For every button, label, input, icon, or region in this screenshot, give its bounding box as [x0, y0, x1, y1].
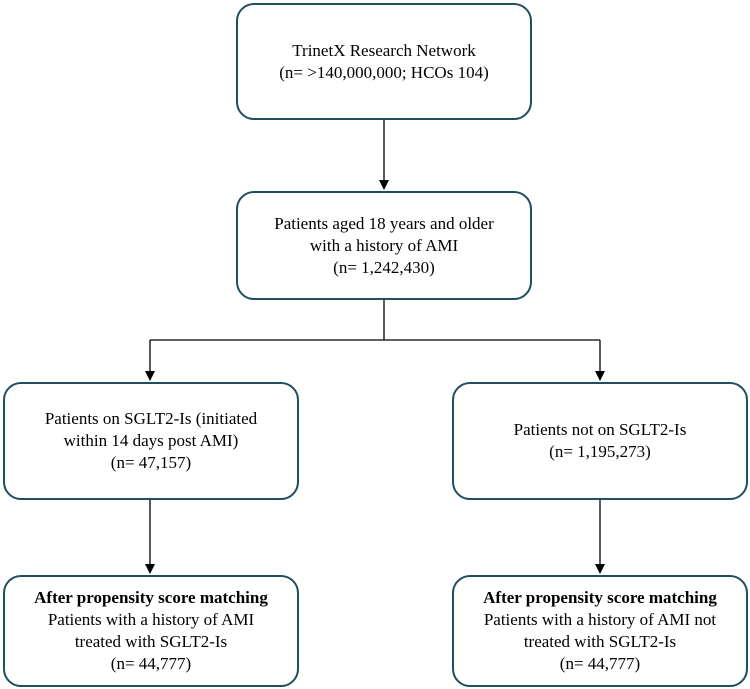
ami-patients-box: Patients aged 18 years and older with a … — [236, 191, 532, 300]
psm-not-treated-line-2: treated with SGLT2-Is — [523, 632, 677, 651]
psm-not-treated-line-1: Patients with a history of AMI not — [483, 610, 717, 629]
trinetx-network-box: TrinetX Research Network (n= >140,000,00… — [236, 3, 532, 120]
ami-patients-line-2: with a history of AMI — [309, 235, 459, 255]
not-on-sglt2-count: (n= 1,195,273) — [549, 442, 651, 461]
psm-not-treated-box: After propensity score matching Patients… — [452, 575, 748, 687]
psm-treated-heading: After propensity score matching — [34, 588, 268, 607]
psm-treated-line-1: Patients with a history of AMI — [47, 610, 255, 629]
psm-treated-box: After propensity score matching Patients… — [3, 575, 299, 687]
psm-treated-count: (n= 44,777) — [110, 654, 192, 673]
on-sglt2-count: (n= 47,157) — [110, 453, 192, 472]
ami-patients-line-1: Patients aged 18 years and older — [274, 213, 494, 233]
ami-patients-count: (n= 1,242,430) — [333, 257, 435, 277]
network-title: TrinetX Research Network — [292, 40, 476, 60]
on-sglt2-line-1: Patients on SGLT2-Is (initiated — [44, 409, 258, 428]
psm-not-treated-heading: After propensity score matching — [483, 588, 717, 607]
on-sglt2-line-2: within 14 days post AMI) — [63, 431, 239, 450]
psm-treated-line-2: treated with SGLT2-Is — [74, 632, 228, 651]
psm-not-treated-count: (n= 44,777) — [559, 654, 641, 673]
on-sglt2-box: Patients on SGLT2-Is (initiated within 1… — [3, 382, 299, 500]
network-count: (n= >140,000,000; HCOs 104) — [279, 62, 489, 82]
not-on-sglt2-box: Patients not on SGLT2-Is (n= 1,195,273) — [452, 382, 748, 500]
not-on-sglt2-line-1: Patients not on SGLT2-Is — [513, 420, 687, 439]
